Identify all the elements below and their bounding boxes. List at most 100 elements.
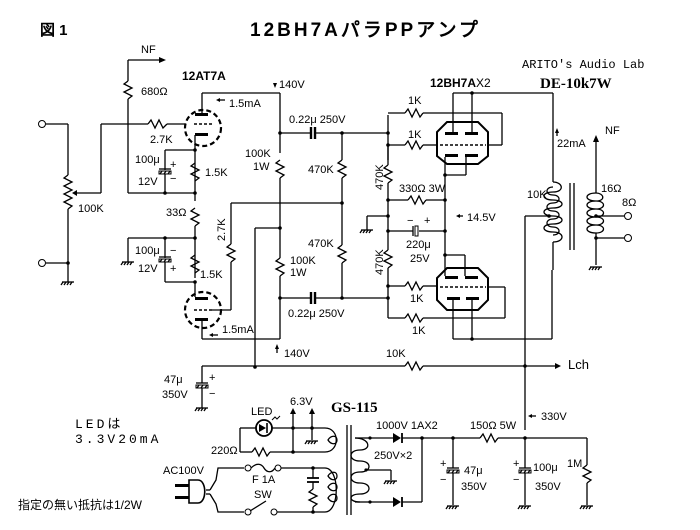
plus-sign: + — [170, 159, 176, 171]
r470k-gt-label: 470K — [374, 164, 386, 190]
r1k-3-label: 1K — [410, 293, 424, 305]
output-tube-bot — [436, 267, 489, 339]
plate-load-bot-label: 100K — [290, 255, 316, 267]
r27k-bot-label: 2.7K — [216, 218, 228, 241]
nf-out-arrow-icon — [593, 135, 599, 142]
r220-label: 220Ω — [211, 445, 238, 457]
r1k-3 — [404, 280, 424, 292]
v330-label: 330V — [541, 411, 567, 423]
credit-text: ARITO's Audio Lab — [522, 58, 644, 72]
plus-sign: + — [513, 458, 519, 470]
input-terminal-hot[interactable] — [38, 120, 46, 128]
i22ma-label: 22mA — [557, 138, 586, 150]
r470k-a-label: 470K — [308, 164, 334, 176]
r330-resistor — [407, 194, 427, 206]
c100b-v: 350V — [535, 481, 561, 493]
r150-resistor — [479, 432, 499, 444]
minus-sign: − — [170, 245, 176, 257]
r470k-gb — [382, 249, 394, 269]
led-label: LED — [251, 406, 272, 418]
r1k-4-label: 1K — [412, 325, 426, 337]
r10k-label: 10K — [386, 348, 406, 360]
minus-sign: − — [209, 388, 215, 400]
v140-top-label: 140V — [279, 79, 305, 91]
opt-16-label: 16Ω — [601, 183, 621, 195]
r1k-2-label: 1K — [408, 129, 422, 141]
footnote: 指定の無い抵抗は1/2W — [18, 497, 143, 512]
diode-bot-icon — [393, 497, 401, 507]
driver-tube-label: 12AT7A — [182, 69, 226, 83]
c47-v: 350V — [162, 389, 188, 401]
r15k-top-label: 1.5K — [205, 167, 228, 179]
c100-bot-v: 12V — [138, 263, 158, 275]
cathode-resistor-top — [189, 162, 201, 182]
v63-label: 6.3V — [290, 396, 313, 408]
c022-top-label: 0.22μ 250V — [289, 114, 346, 126]
lch-label: Lch — [568, 357, 589, 372]
output-tube-label: 12BH7AX2 — [430, 76, 491, 90]
c100b-val: 100μ — [533, 462, 558, 474]
nf-out-label: NF — [605, 125, 620, 137]
plate-load-top — [274, 159, 286, 179]
driver-tube-top — [183, 93, 223, 201]
c47b-val: 47μ — [464, 465, 483, 477]
r220-resistor — [251, 446, 271, 458]
figure-label: 図 1 — [40, 22, 68, 39]
input-terminal-gnd[interactable] — [38, 259, 46, 267]
fuse-label: F 1A — [252, 474, 276, 486]
pt-label: GS-115 — [331, 400, 378, 416]
plate-load-top-w: 1W — [253, 161, 270, 173]
c100-top-val: 100μ — [135, 154, 160, 166]
c220-val: 220μ — [406, 239, 431, 251]
v140-bot-label: 140V — [284, 348, 310, 360]
sw-label: SW — [254, 489, 272, 501]
led-note-1: LEDは — [75, 417, 123, 432]
power-switch[interactable] — [249, 500, 267, 512]
r1k-1 — [404, 107, 424, 119]
v145-label: 14.5V — [467, 212, 496, 224]
grid-leak-a — [336, 159, 348, 179]
minus-sign: − — [440, 474, 446, 486]
c100-bot-val: 100μ — [135, 245, 160, 257]
c47b-v: 350V — [461, 481, 487, 493]
speaker-terminal-com[interactable] — [624, 234, 632, 242]
r33-resistor — [189, 207, 201, 227]
current-top-label: 1.5mA — [229, 98, 261, 110]
pt-sec-label: 250V×2 — [374, 450, 412, 462]
grid-resistor-top — [147, 118, 168, 130]
plus-sign: + — [440, 458, 446, 470]
r1k-2 — [404, 139, 424, 151]
r680-label: 680Ω — [141, 86, 168, 98]
r27k-bot-resistor — [225, 243, 237, 263]
volume-resistor — [62, 174, 74, 210]
nf-arrow-icon — [159, 57, 166, 63]
r470k-gb-label: 470K — [374, 249, 386, 275]
speaker-terminal-8[interactable] — [624, 212, 632, 220]
plus-sign: + — [209, 372, 215, 384]
model-name: DE-10k7W — [540, 76, 612, 92]
r15k-bot-label: 1.5K — [200, 269, 223, 281]
minus-sign: − — [170, 173, 176, 185]
opt-primary-label: 10K — [527, 189, 547, 201]
c220-minus: − — [407, 215, 413, 227]
led-note-2: 3.3V20mA — [75, 432, 161, 447]
r470k-gt — [382, 164, 394, 184]
output-transformer — [543, 181, 605, 250]
nf-resistor — [122, 80, 134, 100]
r1k-4 — [404, 312, 424, 324]
input-section: 100K — [38, 120, 148, 286]
schematic-title: 12BH7AパラPPアンプ — [250, 18, 481, 41]
c220-plus: + — [424, 215, 430, 227]
plate-load-bot-w: 1W — [290, 267, 307, 279]
diode-label: 1000V 1AX2 — [376, 420, 438, 432]
grid-leak-b — [336, 244, 348, 264]
ac-plug-icon — [175, 479, 210, 504]
nf-label-top: NF — [141, 44, 156, 56]
ac-label: AC100V — [163, 465, 205, 477]
r33-label: 33Ω — [166, 207, 186, 219]
plus-sign: + — [170, 263, 176, 275]
r1m-label: 1M — [567, 458, 582, 470]
opt-8-label: 8Ω — [622, 197, 636, 209]
c100-top-v: 12V — [138, 176, 158, 188]
